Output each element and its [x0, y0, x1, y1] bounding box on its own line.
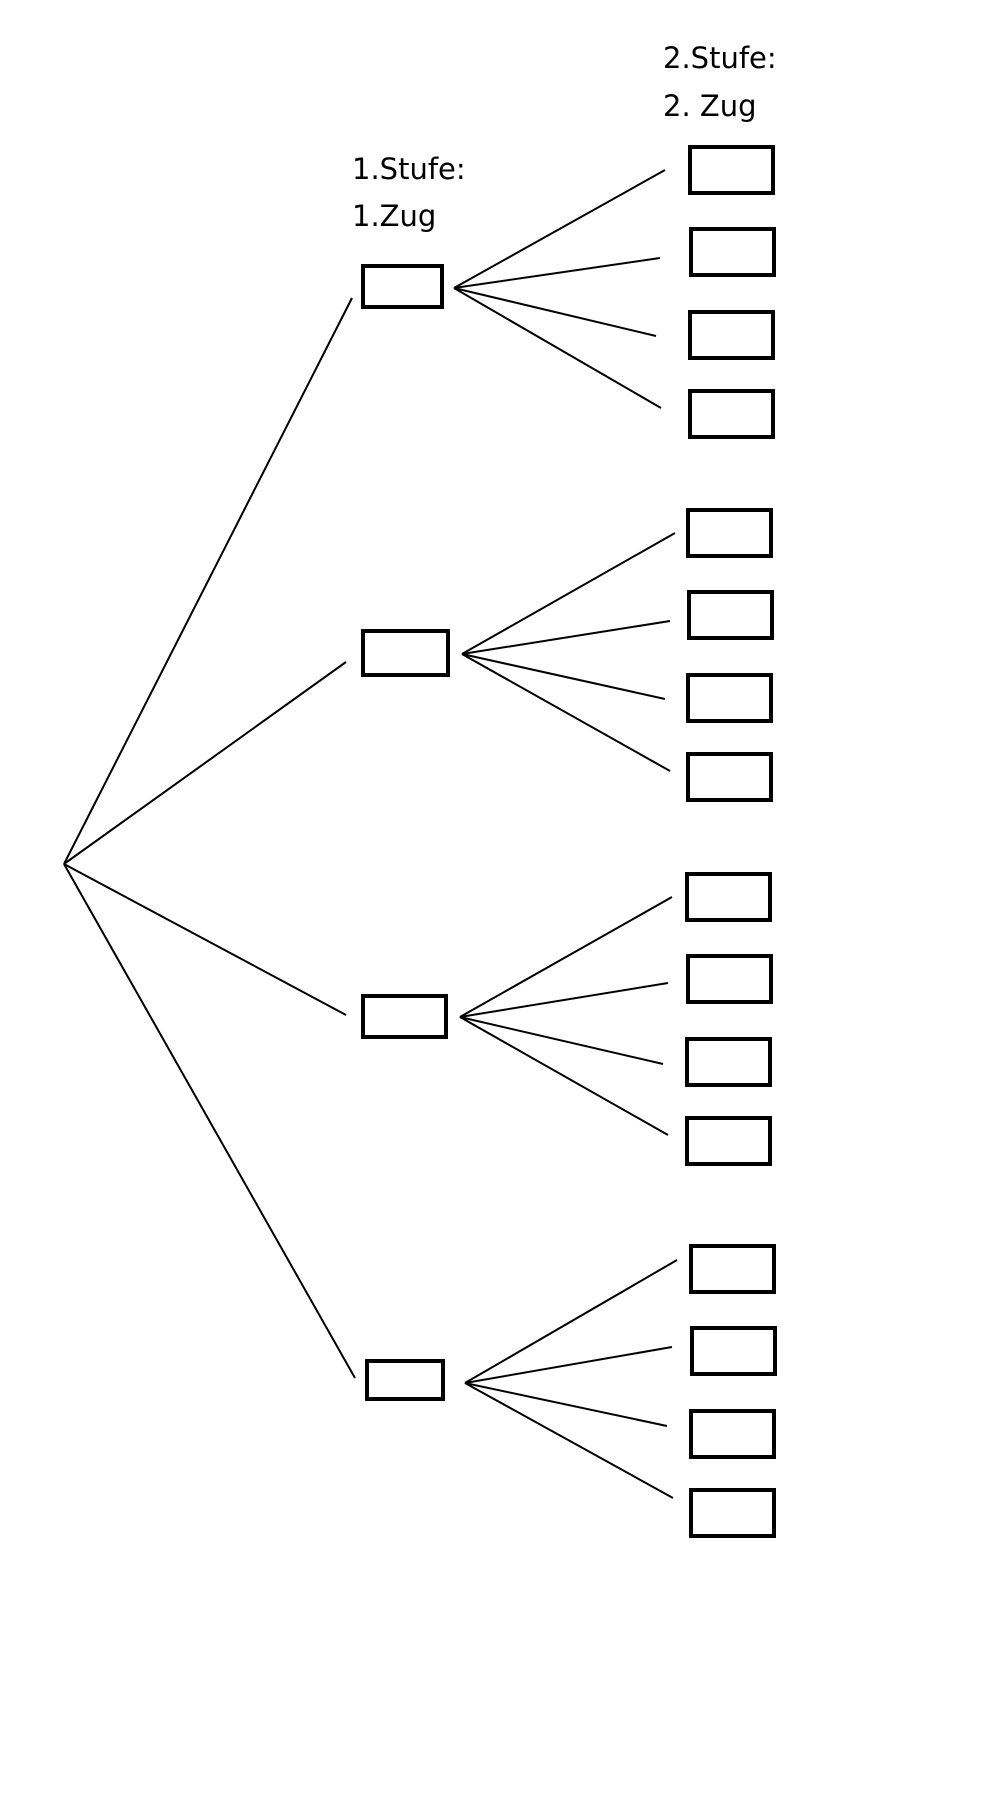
stage2-branch-line	[453, 287, 657, 337]
stage2-branch-line	[459, 1016, 669, 1136]
root-branch-line	[63, 297, 353, 865]
stage2-branch-line	[453, 169, 666, 289]
stage2-branch-line	[461, 653, 671, 772]
stage2-branch-line	[461, 620, 671, 655]
stage2-branch-line	[461, 532, 676, 655]
stage2-branch-line	[464, 1259, 678, 1384]
stage1-subheading: 1.Zug	[352, 199, 437, 233]
stage2-box[interactable]	[690, 1326, 777, 1376]
stage2-box[interactable]	[685, 1037, 772, 1087]
stage2-branch-line	[453, 257, 661, 289]
stage2-branch-line	[461, 653, 666, 700]
stage1-box[interactable]	[361, 994, 448, 1039]
stage2-box[interactable]	[689, 227, 776, 277]
stage2-box[interactable]	[689, 1488, 776, 1538]
stage2-box[interactable]	[686, 508, 773, 558]
root-branch-line	[63, 661, 347, 865]
stage2-branch-line	[459, 982, 669, 1018]
stage1-box[interactable]	[365, 1359, 445, 1401]
stage2-box[interactable]	[689, 1244, 776, 1294]
stage2-box[interactable]	[687, 590, 774, 640]
stage1-box[interactable]	[361, 264, 444, 309]
root-branch-line	[63, 863, 347, 1016]
stage2-box[interactable]	[686, 752, 773, 802]
root-branch-line	[63, 863, 356, 1379]
stage2-branch-line	[464, 1382, 674, 1499]
stage2-box[interactable]	[689, 1409, 776, 1459]
stage2-box[interactable]	[688, 389, 775, 439]
stage1-heading: 1.Stufe:	[352, 152, 466, 186]
stage1-box[interactable]	[361, 629, 450, 677]
stage2-branch-line	[464, 1346, 673, 1384]
stage2-box[interactable]	[685, 1116, 772, 1166]
stage2-box[interactable]	[686, 954, 773, 1004]
stage2-box[interactable]	[688, 145, 775, 195]
stage2-branch-line	[464, 1382, 668, 1427]
stage2-subheading: 2. Zug	[663, 89, 757, 123]
stage2-box[interactable]	[686, 673, 773, 723]
stage2-branch-line	[459, 896, 673, 1018]
stage2-heading: 2.Stufe:	[663, 41, 777, 75]
stage2-branch-line	[453, 287, 662, 409]
stage2-branch-line	[459, 1016, 664, 1065]
stage2-box[interactable]	[685, 872, 772, 922]
stage2-box[interactable]	[688, 310, 775, 360]
